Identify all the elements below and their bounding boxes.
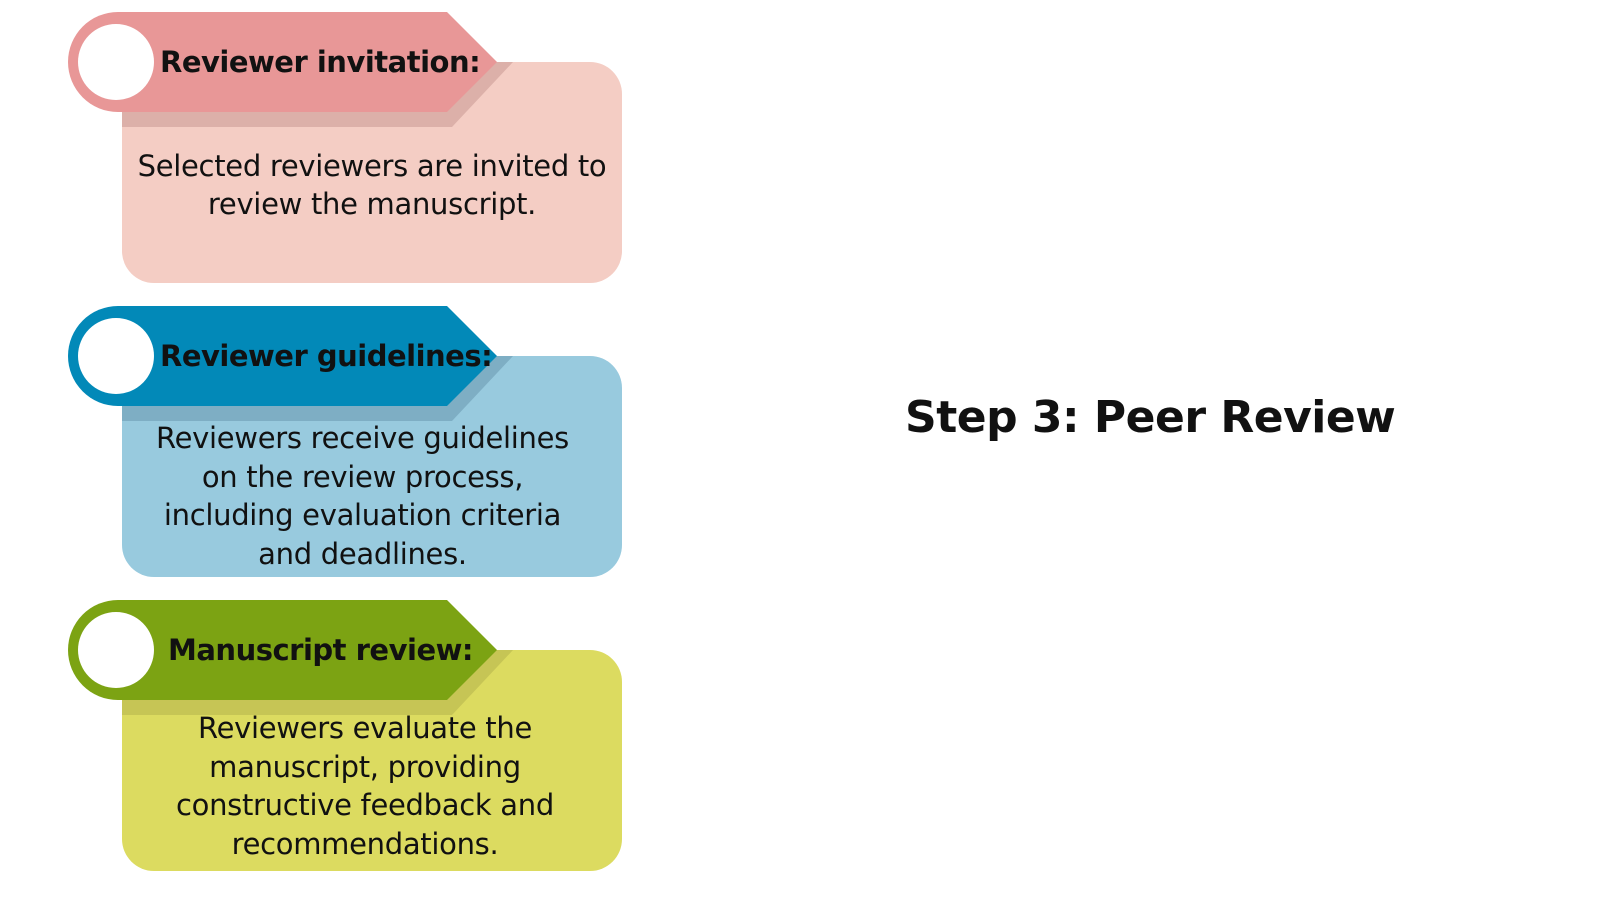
step-description: Selected reviewers are invited to review…: [137, 148, 607, 222]
step-heading: Reviewer invitation:: [160, 45, 481, 79]
step-card-shape: [68, 306, 622, 577]
step-description: Reviewers receive guidelines on the revi…: [156, 421, 569, 571]
step-description: Reviewers evaluate the manuscript, provi…: [176, 711, 554, 861]
step-card-guidelines: Reviewer guidelines: Reviewers receive g…: [0, 306, 640, 596]
step-card-review: Manuscript review: Reviewers evaluate th…: [0, 600, 640, 890]
step-card-shape: [68, 600, 622, 871]
step-heading: Manuscript review:: [168, 633, 474, 667]
step-heading: Reviewer guidelines:: [160, 339, 493, 373]
step-card-invitation: Reviewer invitation: Selected reviewers …: [0, 12, 640, 302]
circle-icon: [78, 318, 154, 394]
circle-icon: [78, 24, 154, 100]
step-card-shape: [68, 12, 622, 283]
page-title: Step 3: Peer Review: [905, 392, 1396, 443]
circle-icon: [78, 612, 154, 688]
